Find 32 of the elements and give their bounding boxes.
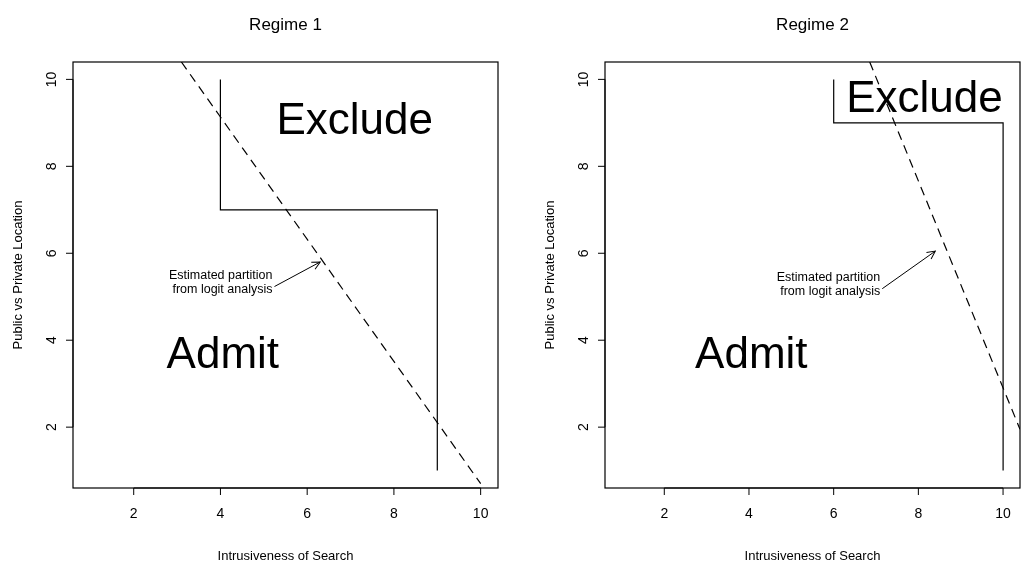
region-label: Exclude xyxy=(846,74,1003,119)
tick-label: 4 xyxy=(575,336,591,345)
tick-label: 10 xyxy=(43,71,59,88)
tick-label: 10 xyxy=(995,505,1011,521)
annotation-text: Estimated partition from logit analysis xyxy=(167,267,273,296)
tick-label: 4 xyxy=(43,336,59,345)
tick-label: 8 xyxy=(914,505,923,521)
tick-label: 2 xyxy=(660,505,669,521)
region-label: Exclude xyxy=(276,96,433,141)
axis-title: Intrusiveness of Search xyxy=(217,548,354,563)
axis-title: Intrusiveness of Search xyxy=(744,548,881,563)
tick-label: 6 xyxy=(829,505,838,521)
tick-label: 10 xyxy=(472,505,489,521)
chart-title: Regime 2 xyxy=(776,15,849,34)
annotation-text: Estimated partition from logit analysis xyxy=(775,269,881,298)
tick-label: 6 xyxy=(303,505,312,521)
tick-label: 4 xyxy=(745,505,753,521)
axis-title: Public vs Private Location xyxy=(542,200,557,350)
axis-title: Public vs Private Location xyxy=(10,200,25,350)
tick-label: 6 xyxy=(43,249,59,258)
region-label: Admit xyxy=(695,331,808,376)
region-label: Admit xyxy=(166,331,280,376)
tick-label: 8 xyxy=(390,505,398,521)
chart-title: Regime 1 xyxy=(249,15,322,34)
tick-label: 8 xyxy=(43,162,59,171)
tick-label: 2 xyxy=(575,423,591,432)
tick-label: 2 xyxy=(43,423,59,432)
tick-label: 6 xyxy=(575,249,591,258)
tick-label: 2 xyxy=(129,505,138,521)
tick-label: 4 xyxy=(216,505,225,521)
tick-label: 10 xyxy=(575,71,591,88)
tick-label: 8 xyxy=(575,162,591,171)
